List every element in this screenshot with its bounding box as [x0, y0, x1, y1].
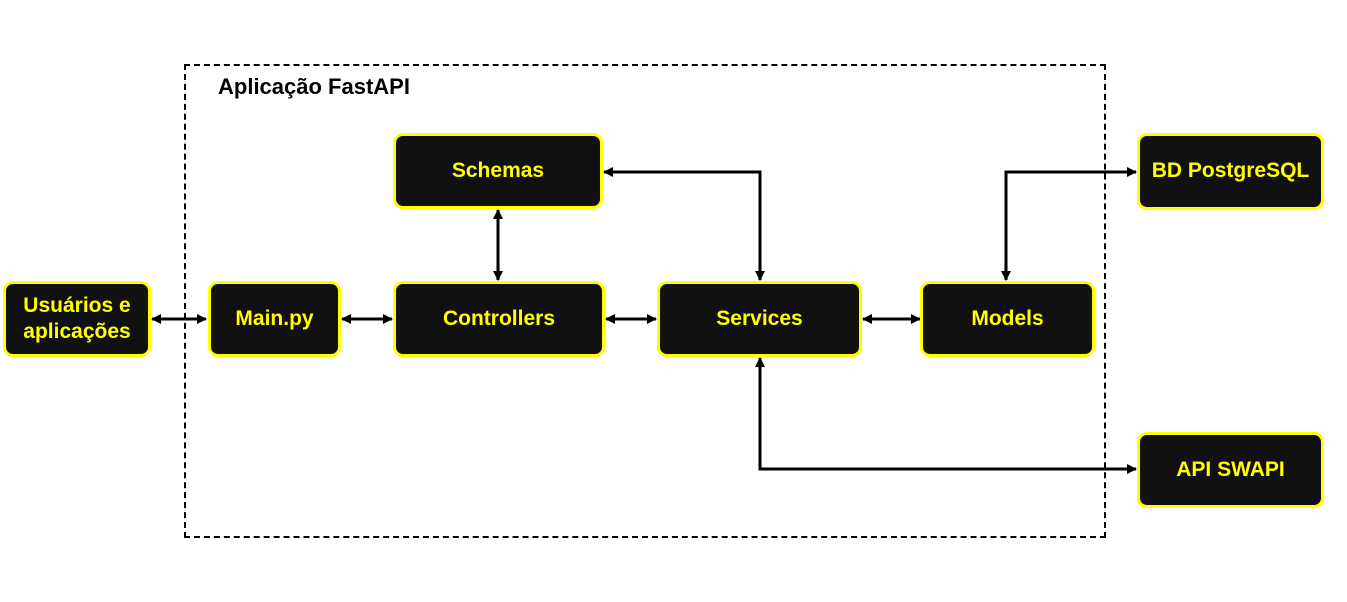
fastapi-app-boundary	[184, 64, 1106, 538]
node-schemas: Schemas	[393, 133, 603, 209]
edge-schemas-services	[603, 167, 765, 281]
node-users-and-apps: Usuários e aplicações	[3, 281, 151, 357]
node-api-swapi: API SWAPI	[1137, 432, 1324, 508]
node-services: Services	[657, 281, 862, 357]
node-postgresql-label: BD PostgreSQL	[1151, 159, 1310, 183]
fastapi-app-title: Aplicação FastAPI	[218, 74, 410, 99]
node-controllers: Controllers	[393, 281, 605, 357]
node-models-label: Models	[971, 306, 1044, 330]
node-services-label: Services	[716, 306, 803, 330]
node-api-swapi-label: API SWAPI	[1176, 457, 1285, 481]
node-main-py: Main.py	[208, 281, 341, 357]
node-main-py-label: Main.py	[235, 306, 314, 330]
node-users-and-apps-label: Usuários e aplicações	[23, 293, 131, 343]
node-models: Models	[920, 281, 1095, 357]
edge-models-postgres	[1001, 167, 1137, 281]
node-postgresql: BD PostgreSQL	[1137, 133, 1324, 210]
node-controllers-label: Controllers	[442, 306, 555, 330]
node-schemas-label: Schemas	[451, 158, 545, 182]
edge-services-swapi	[755, 357, 1137, 474]
